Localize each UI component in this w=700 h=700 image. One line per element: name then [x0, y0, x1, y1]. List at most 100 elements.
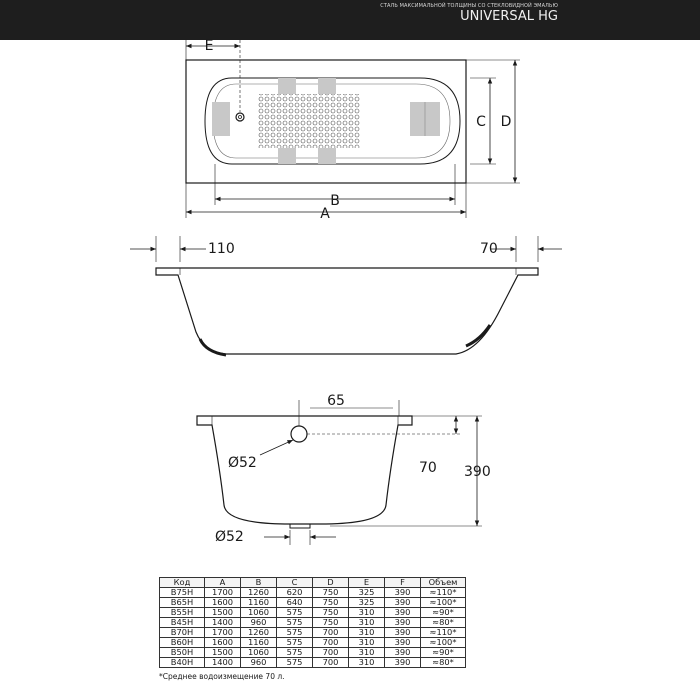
- overflow-diameter: Ø52: [228, 455, 257, 471]
- table-cell: 390: [384, 587, 421, 598]
- end-profile: [196, 415, 413, 525]
- table-cell: 1260: [240, 587, 277, 598]
- table-cell: 1400: [204, 617, 241, 628]
- side-view: [130, 236, 562, 357]
- col-header: Объем: [420, 577, 466, 588]
- table-cell: 1260: [240, 627, 277, 638]
- table-cell: 1500: [204, 647, 241, 658]
- table-cell: 390: [384, 617, 421, 628]
- table-cell: 1700: [204, 587, 241, 598]
- table-cell: B60H: [159, 637, 205, 648]
- table-cell: 1500: [204, 607, 241, 618]
- table-cell: 1060: [240, 647, 277, 658]
- table-cell: B50H: [159, 647, 205, 658]
- overflow-hole: [290, 425, 308, 443]
- table-header-row: Код A B C D E F Объем: [159, 577, 466, 588]
- table-cell: 700: [312, 657, 349, 668]
- table-cell: 750: [312, 597, 349, 608]
- table-cell: ≈80*: [420, 617, 466, 628]
- table-cell: ≈90*: [420, 607, 466, 618]
- table-cell: 1060: [240, 607, 277, 618]
- table-cell: ≈90*: [420, 647, 466, 658]
- table-cell: 575: [276, 627, 313, 638]
- table-cell: 575: [276, 647, 313, 658]
- table-cell: 390: [384, 657, 421, 668]
- top-view: [185, 40, 520, 218]
- col-header: C: [276, 577, 313, 588]
- dim-label-b: B: [330, 193, 340, 209]
- dim-label-e: E: [205, 38, 214, 54]
- dim-label-c: C: [476, 114, 486, 130]
- table-cell: 960: [240, 617, 277, 628]
- col-header: A: [204, 577, 241, 588]
- table-cell: 700: [312, 647, 349, 658]
- header-bar: СТАЛЬ МАКСИМАЛЬНОЙ ТОЛЩИНЫ СО СТЕКЛОВИДН…: [0, 0, 700, 40]
- tub-outline: [185, 59, 467, 184]
- table-cell: ≈80*: [420, 657, 466, 668]
- table-cell: 1600: [204, 597, 241, 608]
- inner-bowl-outline: [204, 77, 461, 165]
- table-cell: 1160: [240, 637, 277, 648]
- header-subtitle: СТАЛЬ МАКСИМАЛЬНОЙ ТОЛЩИНЫ СО СТЕКЛОВИДН…: [380, 3, 558, 9]
- overflow-height: 70: [419, 460, 437, 476]
- table-cell: B75H: [159, 587, 205, 598]
- drain-hole: [235, 112, 245, 122]
- table-cell: B55H: [159, 607, 205, 618]
- table-cell: B45H: [159, 617, 205, 628]
- table-cell: 700: [312, 627, 349, 638]
- table-cell: 390: [384, 627, 421, 638]
- dim-label-a: A: [320, 206, 330, 222]
- table-cell: ≈100*: [420, 637, 466, 648]
- table-cell: 700: [312, 637, 349, 648]
- table-cell: ≈100*: [420, 597, 466, 608]
- table-cell: 310: [348, 617, 385, 628]
- table-cell: 310: [348, 627, 385, 638]
- dim-label-d: D: [501, 114, 512, 130]
- table-cell: 310: [348, 637, 385, 648]
- model-title: UNIVERSAL HG: [460, 9, 558, 24]
- table-cell: 640: [276, 597, 313, 608]
- col-header: E: [348, 577, 385, 588]
- col-header: B: [240, 577, 277, 588]
- anti-slip-mat: [258, 94, 360, 148]
- table-cell: ≈110*: [420, 587, 466, 598]
- table-footnote: *Среднее водоизмещение 70 л.: [159, 672, 285, 681]
- tub-depth: 390: [464, 464, 491, 480]
- table-cell: B70H: [159, 627, 205, 638]
- table-cell: 325: [348, 587, 385, 598]
- table-cell: 325: [348, 597, 385, 608]
- table-cell: 390: [384, 597, 421, 608]
- drain-diameter: Ø52: [215, 529, 244, 545]
- end-view: [196, 400, 482, 545]
- table-cell: 620: [276, 587, 313, 598]
- table-cell: 310: [348, 657, 385, 668]
- table-cell: 390: [384, 647, 421, 658]
- left-rim-width: 110: [208, 241, 235, 257]
- table-cell: ≈110*: [420, 627, 466, 638]
- table-cell: 310: [348, 607, 385, 618]
- table-cell: 750: [312, 607, 349, 618]
- overflow-offset: 65: [327, 393, 345, 409]
- table-cell: B40H: [159, 657, 205, 668]
- table-cell: 310: [348, 647, 385, 658]
- table-cell: 750: [312, 587, 349, 598]
- table-cell: 390: [384, 607, 421, 618]
- table-cell: 575: [276, 607, 313, 618]
- table-cell: 1700: [204, 627, 241, 638]
- table-cell: 390: [384, 637, 421, 648]
- table-cell: B65H: [159, 597, 205, 608]
- side-profile: [155, 267, 539, 355]
- col-header: Код: [159, 577, 205, 588]
- table-cell: 960: [240, 657, 277, 668]
- table-cell: 750: [312, 617, 349, 628]
